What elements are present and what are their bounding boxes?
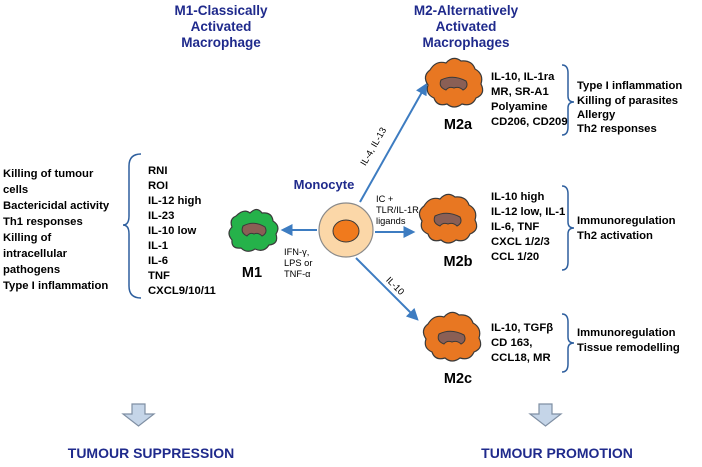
m2a-function-item: Killing of parasites <box>577 95 678 107</box>
m1-marker-item: TNF <box>148 270 170 282</box>
m2a-marker-item: CD206, CD209 <box>491 116 568 128</box>
m1-marker-item: CXCL9/10/11 <box>148 285 216 297</box>
m1-function-item: pathogens <box>3 264 60 276</box>
m1-header-line-1: M1-Classically <box>174 3 268 18</box>
m1-arrow-label-line: LPS or <box>284 258 312 268</box>
tumour-suppression-label: TUMOUR SUPPRESSION <box>68 445 234 461</box>
m2b-functions-list: Immunoregulation Th2 activation <box>577 215 676 242</box>
arrow-to-m2a <box>359 82 428 203</box>
m2c-markers-list: IL-10, TGFβ CD 163, CCL18, MR <box>491 322 553 364</box>
m2a-marker-item: Polyamine <box>491 101 548 113</box>
m1-function-item: Killing of tumour <box>3 168 94 180</box>
m2a-function-item: Th2 responses <box>577 123 657 135</box>
m2c-label: M2c <box>444 371 472 387</box>
m2c-marker-item: CCL18, MR <box>491 352 551 364</box>
m2a-function-item: Allergy <box>577 109 616 121</box>
arrow-to-m2c <box>355 257 419 321</box>
m2b-marker-item: IL-12 low, IL-1 <box>491 206 565 218</box>
monocyte-cell <box>318 202 374 258</box>
m1-arrow-label-line: TNF-α <box>284 269 311 279</box>
m2b-marker-item: IL-10 high <box>491 191 544 203</box>
m1-macrophage-cell <box>228 208 279 252</box>
m2b-marker-item: CXCL 1/2/3 <box>491 236 550 248</box>
m2b-arrow-label-line: ligands <box>376 216 406 226</box>
m2b-marker-item: IL-6, TNF <box>491 221 539 233</box>
m1-header: M1-Classically Activated Macrophage <box>174 3 268 50</box>
m2c-markers-bracket <box>561 313 575 373</box>
m1-marker-item: IL-23 <box>148 210 174 222</box>
m2a-macrophage-cell <box>424 57 484 108</box>
right-down-arrow <box>528 403 563 427</box>
m1-function-item: Type I inflammation <box>3 280 108 292</box>
m2a-marker-item: MR, SR-A1 <box>491 86 549 98</box>
m1-marker-item: IL-12 high <box>148 195 201 207</box>
m2b-arrow-label: IC + TLR/IL-1R ligands <box>376 194 419 226</box>
m1-marker-item: ROI <box>148 180 168 192</box>
m2b-function-item: Immunoregulation <box>577 215 676 227</box>
m2-header: M2-Alternatively Activated Macrophages <box>414 3 519 50</box>
m2c-macrophage-cell <box>422 311 482 362</box>
m2b-macrophage-cell <box>418 193 478 244</box>
m2a-label: M2a <box>444 117 473 133</box>
left-down-arrow <box>121 403 156 427</box>
m2b-arrow-label-line: IC + <box>376 194 393 204</box>
m2-header-line-2: Activated <box>436 19 497 34</box>
m1-marker-item: RNI <box>148 165 167 177</box>
m1-marker-item: IL-10 low <box>148 225 197 237</box>
m1-arrow-label-line: IFN-γ, <box>284 247 309 257</box>
m2c-function-item: Tissue remodelling <box>577 342 680 354</box>
m2a-functions-list: Type I inflammation Killing of parasites… <box>577 80 682 135</box>
m2b-markers-bracket <box>561 185 575 271</box>
m1-markers-list: RNI ROI IL-12 high IL-23 IL-10 low IL-1 … <box>148 165 216 297</box>
m1-label: M1 <box>242 265 262 281</box>
m2-header-line-3: Macrophages <box>422 35 509 50</box>
m2b-markers-list: IL-10 high IL-12 low, IL-1 IL-6, TNF CXC… <box>491 191 565 263</box>
m1-function-item: Th1 responses <box>3 216 83 228</box>
m1-markers-bracket <box>122 153 142 299</box>
m2a-markers-bracket <box>561 64 575 136</box>
m1-marker-item: IL-6 <box>148 255 168 267</box>
monocyte-label: Monocyte <box>294 177 355 192</box>
m2b-function-item: Th2 activation <box>577 230 653 242</box>
m2b-marker-item: CCL 1/20 <box>491 251 539 263</box>
m2c-arrow-label: IL-10 <box>384 275 406 297</box>
m1-function-item: cells <box>3 184 28 196</box>
m1-function-item: Bactericidal activity <box>3 200 110 212</box>
m2c-functions-list: Immunoregulation Tissue remodelling <box>577 327 680 354</box>
m2c-function-item: Immunoregulation <box>577 327 676 339</box>
m1-marker-item: IL-1 <box>148 240 168 252</box>
m1-function-item: Killing of <box>3 232 52 244</box>
m2b-label: M2b <box>444 254 473 270</box>
m1-header-line-2: Activated <box>191 19 252 34</box>
m1-header-line-3: Macrophage <box>181 35 261 50</box>
m1-function-item: intracellular <box>3 248 68 260</box>
m2c-marker-item: IL-10, TGFβ <box>491 322 553 334</box>
m1-arrow-label: IFN-γ, LPS or TNF-α <box>284 247 312 279</box>
m1-functions-list: Killing of tumour cells Bactericidal act… <box>3 168 110 292</box>
m2a-markers-list: IL-10, IL-1ra MR, SR-A1 Polyamine CD206,… <box>491 71 568 128</box>
m2a-marker-item: IL-10, IL-1ra <box>491 71 555 83</box>
m2-header-line-1: M2-Alternatively <box>414 3 519 18</box>
m2c-marker-item: CD 163, <box>491 337 532 349</box>
m2b-arrow-label-line: TLR/IL-1R <box>376 205 419 215</box>
m2a-function-item: Type I inflammation <box>577 80 682 92</box>
tumour-promotion-label: TUMOUR PROMOTION <box>481 445 633 461</box>
